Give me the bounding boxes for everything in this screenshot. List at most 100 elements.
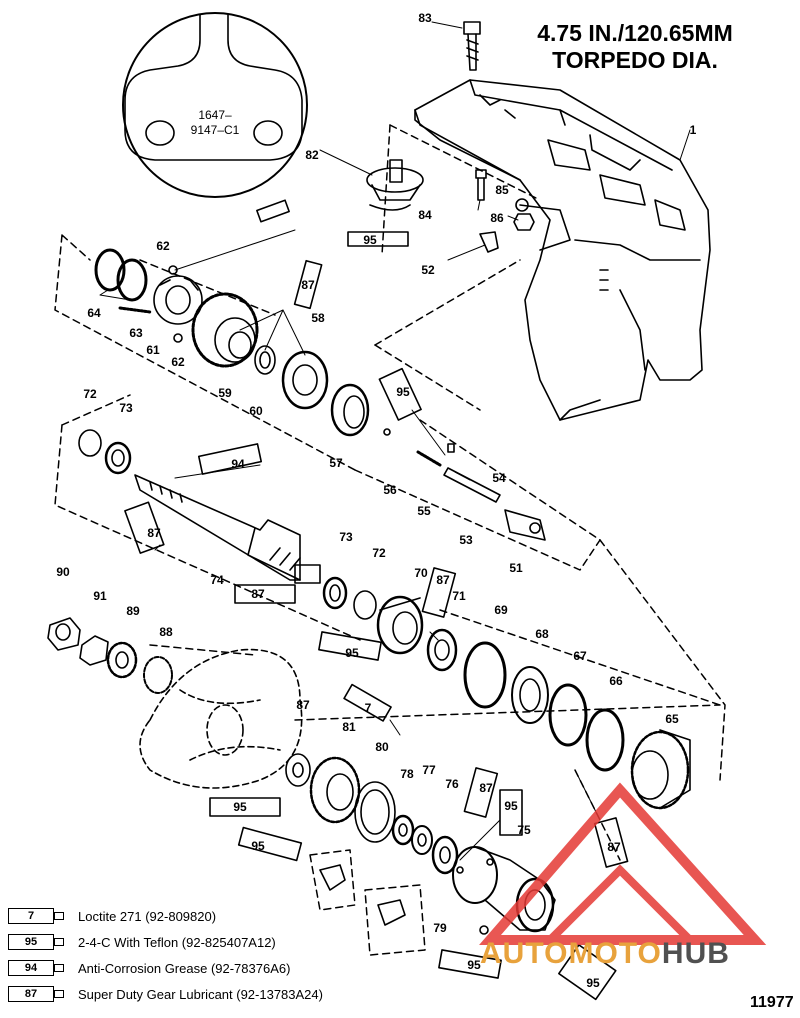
lube-tube-95-g (499, 789, 523, 836)
part-73-bearing (104, 441, 132, 475)
part-label: 61 (146, 343, 160, 357)
part-70-gear (376, 595, 424, 655)
part-69-o-ring (463, 641, 507, 709)
part-label: 64 (87, 306, 101, 320)
lube-tube-95-c (378, 367, 422, 421)
page-title: 4.75 IN./120.65MM TORPEDO DIA. (515, 20, 755, 74)
legend-row: 95 2-4-C With Teflon (92-825407A12) (8, 932, 276, 952)
part-label: 87 (607, 840, 621, 854)
part-label: 95 (233, 800, 247, 814)
legend-text: Super Duty Gear Lubricant (92-13783A24) (78, 986, 323, 1002)
part-label: 69 (494, 603, 508, 617)
part-62b-ball (173, 333, 183, 343)
part-label: 95 (345, 646, 359, 660)
lube-tube-7 (343, 683, 392, 722)
part-57-race (330, 383, 370, 437)
lube-tube-95-d (318, 631, 382, 661)
legend-text: 2-4-C With Teflon (92-825407A12) (78, 934, 276, 950)
lube-tube-95-a (256, 199, 290, 223)
dashed-group-lines (54, 124, 726, 956)
part-label: 84 (418, 208, 432, 222)
part-label: 87 (436, 573, 450, 587)
part-71-bearing (426, 628, 458, 672)
part-label: 56 (383, 483, 397, 497)
lube-tube-95-h (438, 949, 502, 979)
part-73b-bearing (322, 576, 348, 610)
part-78-seal (391, 814, 415, 846)
part-label: 87 (296, 698, 310, 712)
part-label: 90 (56, 565, 70, 579)
part-label: 62 (156, 239, 170, 253)
lube-tube-95-b (347, 231, 409, 247)
part-label: 54 (492, 471, 506, 485)
part-label: 72 (372, 546, 386, 560)
part-90-nut (47, 617, 81, 651)
part-1-gear-housing (414, 79, 711, 421)
callout-line-2: 9147–C1 (190, 123, 240, 137)
part-label: 57 (329, 456, 343, 470)
part-label: 70 (414, 566, 428, 580)
part-label: 53 (459, 533, 473, 547)
part-83-bolt (463, 21, 481, 71)
watermark-part-1: AUTOMOTO (480, 937, 662, 970)
part-66-o-ring (585, 708, 625, 772)
lube-tube-94 (197, 443, 263, 475)
part-55-spring (416, 450, 442, 467)
part-56-ball (383, 428, 391, 436)
part-72b-washer (353, 590, 377, 620)
part-72-washer (78, 429, 102, 457)
part-53-shaft (443, 443, 501, 503)
legend-row: 87 Super Duty Gear Lubricant (92-13783A2… (8, 984, 323, 1004)
part-label: 78 (400, 767, 414, 781)
part-label: 95 (467, 958, 481, 972)
part-51-clutch (504, 509, 546, 541)
part-89-tab-washer (106, 641, 138, 679)
part-77-seal (411, 825, 433, 855)
part-74-propeller-shaft (134, 474, 321, 584)
part-label: 77 (422, 763, 436, 777)
part-label: 71 (452, 589, 466, 603)
lube-tube-icon: 94 (8, 959, 66, 977)
lube-tube-87-f (593, 817, 629, 868)
part-label: 87 (147, 526, 161, 540)
lube-tube-87-c (234, 584, 296, 604)
lube-tube-icon: 95 (8, 933, 66, 951)
part-80-retaining-ring (354, 781, 396, 843)
part-label: 63 (129, 326, 143, 340)
part-label: 68 (535, 627, 549, 641)
part-label: 58 (311, 311, 325, 325)
part-label: 60 (249, 404, 263, 418)
part-label: 83 (418, 11, 432, 25)
part-label: 74 (210, 573, 224, 587)
part-label: 59 (218, 386, 232, 400)
part-62-ball (168, 265, 178, 275)
part-label: 62 (171, 355, 185, 369)
part-52-clip (479, 231, 499, 253)
part-label: 65 (665, 712, 679, 726)
part-68-washer (511, 666, 549, 724)
detail-callout-text: 1647– 9147–C1 (170, 108, 260, 138)
part-label: 95 (586, 976, 600, 990)
part-67-o-ring (548, 683, 588, 747)
part-76-bearing (431, 835, 459, 875)
watermark-logo (479, 782, 767, 945)
part-79-ball (479, 925, 489, 935)
part-88-washer (143, 656, 173, 694)
part-84-screw (475, 169, 487, 201)
part-label: 87 (251, 587, 265, 601)
part-label: 91 (93, 589, 107, 603)
part-label: 76 (445, 777, 459, 791)
part-label: 95 (363, 233, 377, 247)
part-64-rings (94, 248, 148, 302)
part-label: 95 (396, 385, 410, 399)
title-line-1: 4.75 IN./120.65MM (537, 20, 733, 46)
part-label: 55 (417, 504, 431, 518)
lube-tube-icon: 7 (8, 907, 66, 925)
legend-text: Anti-Corrosion Grease (92-78376A6) (78, 960, 291, 976)
part-label: 51 (509, 561, 523, 575)
part-label: 89 (126, 604, 140, 618)
legend-row: 94 Anti-Corrosion Grease (92-78376A6) (8, 958, 290, 978)
lube-tube-87-b (124, 501, 165, 554)
lube-tube-icon: 87 (8, 985, 66, 1003)
